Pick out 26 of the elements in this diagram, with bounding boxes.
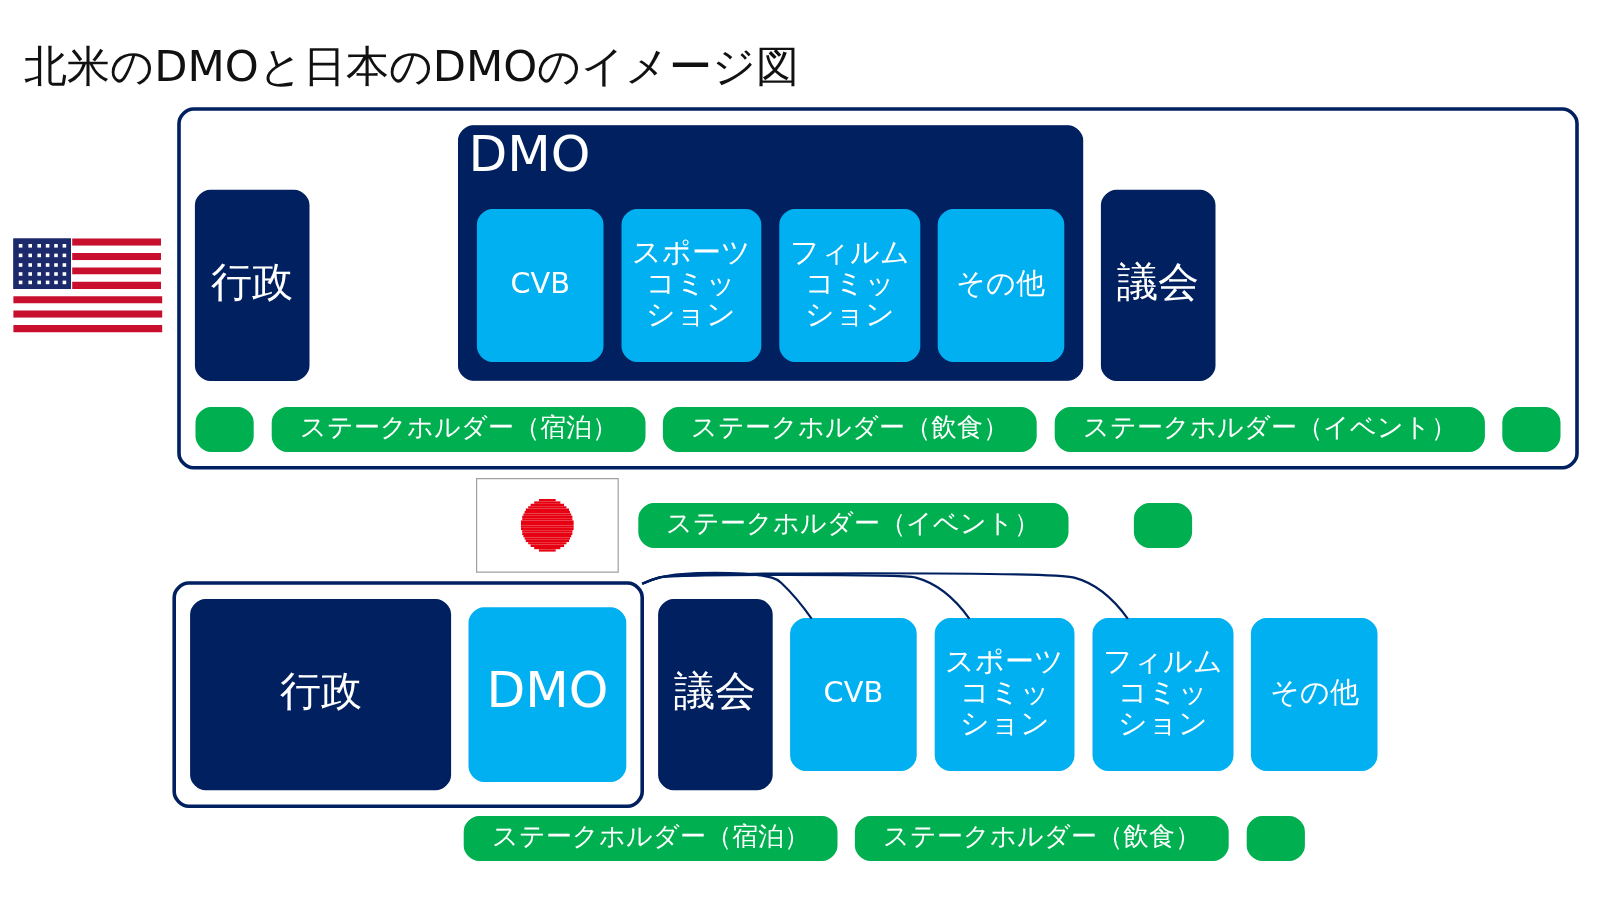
node-box [1502, 406, 1561, 452]
node-box: ステークホルダー（イベント） [638, 502, 1069, 548]
diagram-title: 北米のDMOと日本のDMOのイメージ図 [24, 40, 800, 91]
node-box: その他 [1250, 617, 1378, 771]
node-box: ステークホルダー（飲食） [662, 406, 1037, 452]
node-box [1133, 502, 1193, 548]
node-box [195, 406, 254, 452]
node-box: スポーツコミッション [934, 617, 1075, 771]
node-box: 議会 [658, 598, 773, 790]
node-box: DMO [468, 606, 627, 782]
node-box: ステークホルダー（飲食） [854, 815, 1229, 861]
node-box: フィルムコミッション [779, 208, 921, 362]
node-box [1246, 815, 1305, 861]
node-box: ステークホルダー（宿泊） [271, 406, 646, 452]
node-box: CVB [476, 208, 604, 362]
node-box: ステークホルダー（宿泊） [463, 815, 838, 861]
node-box: 行政 [194, 189, 310, 381]
node-box: 行政 [190, 598, 452, 790]
node-box: その他 [937, 208, 1065, 362]
node-box: フィルムコミッション [1092, 617, 1234, 771]
connector [641, 571, 1129, 619]
cluster [172, 580, 644, 808]
node-box: スポーツコミッション [621, 208, 762, 362]
node-box: CVB [790, 617, 917, 771]
node-box: ステークホルダー（イベント） [1054, 406, 1485, 452]
node-box: 議会 [1100, 189, 1216, 381]
